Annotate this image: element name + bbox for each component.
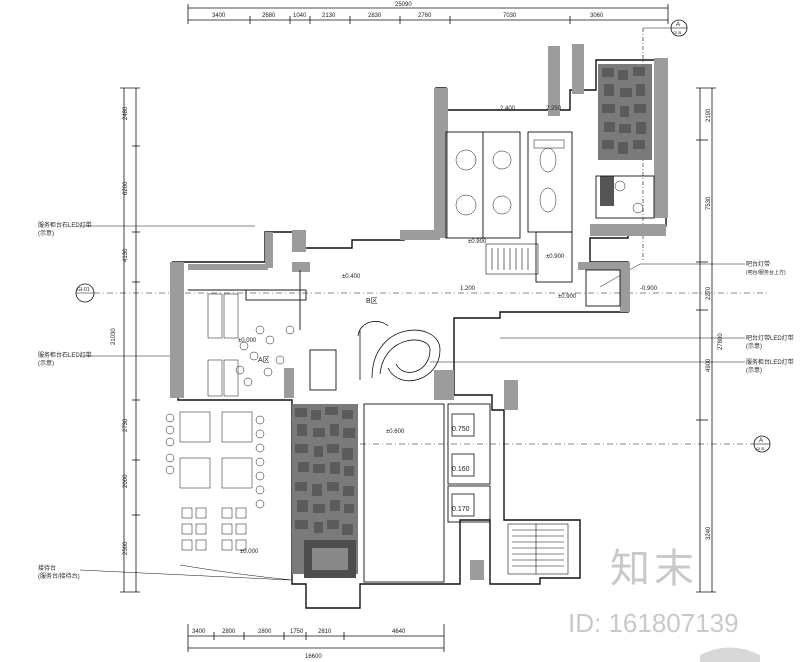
level-3: ±0.900 <box>468 239 487 245</box>
left-dim-1: 2480 <box>123 106 129 120</box>
level-6: 1.200 <box>460 286 476 292</box>
level-9: -0.900 <box>640 286 658 292</box>
top-dim-6: 2760 <box>418 13 432 19</box>
bottom-dim-3: 2800 <box>258 629 272 635</box>
level-marks: ±0.000 ±0.600 ±0.900 ±0.900 ±0.900 1.200… <box>238 106 658 555</box>
right-note-2: 吧台灯带LED灯带 <box>746 334 794 342</box>
room-labels: A区 B区 <box>258 297 378 364</box>
lift-1-label: 0.750 <box>452 426 470 433</box>
bottom-dimension-chain: 3400 2800 2800 1750 2810 4640 16600 <box>187 624 445 660</box>
left-note-3: 接待台 <box>38 564 56 572</box>
level-10: 2.400 <box>500 106 516 112</box>
level-4: ±0.900 <box>546 254 565 260</box>
watermark-brand: 知末 <box>610 546 698 592</box>
lift-3-label: 0.170 <box>452 506 470 513</box>
lift-group: 0.750 0.160 0.170 <box>451 413 475 517</box>
level-8: ±0.000 <box>240 549 259 555</box>
bottom-dim-6: 4640 <box>392 629 406 635</box>
top-dim-2: 2680 <box>262 13 276 19</box>
level-5: ±0.900 <box>558 294 577 300</box>
top-dim-1: 3400 <box>212 13 226 19</box>
room-b-label: B区 <box>366 297 378 305</box>
left-dim-3: 4130 <box>123 248 129 262</box>
top-dimension-chain: 25090 3400 2680 1040 2130 2830 2760 7030… <box>187 2 669 24</box>
top-dim-7: 7030 <box>503 13 517 19</box>
level-2: ±0.600 <box>386 429 405 435</box>
section-marker-right: A GI-B <box>360 435 771 453</box>
interior-partitions <box>188 131 655 583</box>
left-annotations: 服务柜台石LED灯带 (示意) 服务柜台石LED灯带 (示意) 接待台 (服务台… <box>38 221 291 581</box>
bottom-dim-4: 1750 <box>290 629 304 635</box>
section-sub-right: GI-B <box>756 446 765 451</box>
left-dimension-chain: 2480 6200 4130 2730 2000 2500 21030 <box>111 87 140 593</box>
right-note-2b: (示意) <box>746 342 762 350</box>
left-note-1b: (示意) <box>38 229 54 237</box>
spiral-stair <box>357 321 441 382</box>
stair-core <box>485 243 569 575</box>
section-tag-top: A <box>676 22 680 28</box>
top-dim-8: 3060 <box>590 13 604 19</box>
hall-furniture <box>207 293 295 397</box>
left-total-dim: 21030 <box>111 328 117 345</box>
bottom-total-dim: 16600 <box>305 654 322 660</box>
top-dim-4: 2130 <box>322 13 336 19</box>
left-dim-6: 2500 <box>123 541 129 555</box>
left-dim-5: 2000 <box>123 474 129 488</box>
right-dim-1: 2190 <box>706 108 712 122</box>
right-dimension-chain: 2190 7530 2270 4900 3240 27800 <box>696 87 724 593</box>
left-tag: GI-01 <box>77 287 90 293</box>
room-a-label: A区 <box>258 356 270 364</box>
right-dim-4: 4900 <box>706 358 712 372</box>
section-tag-right: A <box>759 438 763 444</box>
bottom-dim-1: 3400 <box>192 629 206 635</box>
stone-paving <box>292 64 652 578</box>
right-dim-5: 3240 <box>706 526 712 540</box>
wall-fills <box>170 44 668 580</box>
left-note-1: 服务柜台石LED灯带 <box>38 221 92 229</box>
level-11: 2.250 <box>546 106 562 112</box>
private-room-furniture <box>455 139 644 216</box>
watermark-id: ID: 161807139 <box>568 608 739 638</box>
top-dim-3: 1040 <box>293 13 307 19</box>
left-note-2: 服务柜台石LED灯带 <box>38 351 92 359</box>
right-annotations: 吧台灯带 (吧台/服务台上方) 吧台灯带LED灯带 (示意) 服务柜台LED灯带… <box>430 260 794 374</box>
bottom-dim-5: 2810 <box>318 629 332 635</box>
right-dim-2: 7530 <box>706 196 712 210</box>
right-note-3: 服务柜台LED灯带 <box>746 358 794 366</box>
section-marker-left: GI-01 <box>75 283 770 303</box>
top-total-dim: 25090 <box>395 2 412 8</box>
section-sub-top: GI-B <box>673 30 682 35</box>
level-1: ±0.000 <box>238 338 257 344</box>
watermark: 知末 ID: 161807139 <box>568 546 760 662</box>
lift-2-label: 0.160 <box>452 466 470 473</box>
right-note-1b: (吧台/服务台上方) <box>746 269 786 276</box>
outdoor-seating <box>165 411 293 581</box>
left-dim-4: 2730 <box>123 418 129 432</box>
left-dim-2: 6200 <box>123 181 129 195</box>
left-note-3b: (服务台/接待台) <box>38 572 80 580</box>
right-note-1: 吧台灯带 <box>746 260 770 268</box>
right-note-3b: (示意) <box>746 366 762 374</box>
right-total-dim: 27800 <box>718 333 724 350</box>
level-7: ±0.400 <box>342 274 361 280</box>
top-dim-5: 2830 <box>368 13 382 19</box>
right-dim-3: 2270 <box>706 286 712 300</box>
bottom-dim-2: 2800 <box>222 629 236 635</box>
left-note-2b: (示意) <box>38 359 54 367</box>
